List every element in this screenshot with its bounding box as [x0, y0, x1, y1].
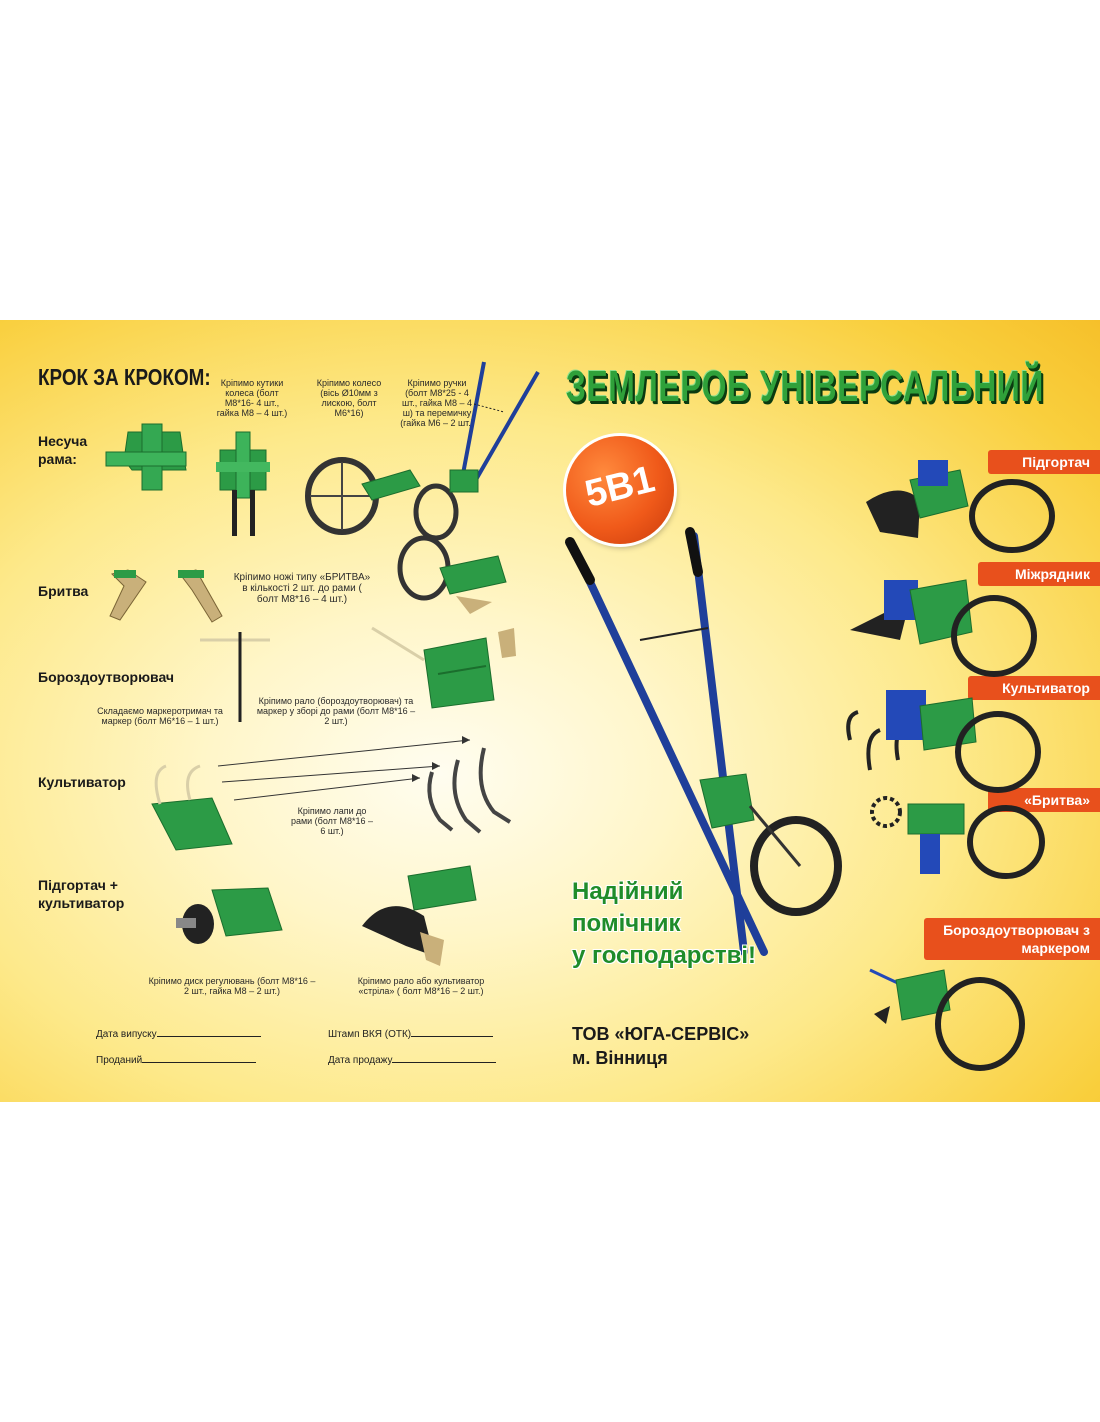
section-furrow: Бороздоутворювач: [38, 669, 175, 685]
variant-cultivator-image: [846, 690, 1041, 793]
variant-hiller-tag: Підгортач: [988, 450, 1100, 474]
variant-furrow-image: [869, 968, 1025, 1071]
caption-corners: Кріпимо кутики колеса (болт М8*16- 4 шт.…: [216, 378, 288, 418]
variant-interrow-image: [850, 579, 1037, 677]
variant-razor-image: [870, 796, 1045, 879]
furrow-maker-image: [371, 626, 516, 709]
sale-date-label: Дата продажу: [328, 1055, 393, 1066]
variant-hiller-image: [866, 460, 1055, 553]
badge-text: 5В1: [580, 458, 659, 516]
brochure: КРОК ЗА КРОКОМ: Несуча рама: Бритва Боро…: [0, 320, 1100, 1102]
stamp-field: Штамп ВКЯ (ОТК): [328, 1026, 494, 1040]
hiller-ralo-image: [362, 865, 477, 966]
section-razor: Бритва: [38, 583, 89, 599]
company-city: м. Вінниця: [572, 1048, 668, 1068]
caption-handles: Кріпимо ручки (болт М8*25 - 4 шт., гайка…: [400, 378, 474, 428]
company-info: ТОВ «ЮГА-СЕРВІС» м. Вінниця: [572, 1022, 749, 1070]
caption-ralo-or-cultivator: Кріпимо рало або культиватор «стріла» ( …: [357, 976, 485, 996]
caption-razor: Кріпимо ножі типу «БРИТВА» в кількості 2…: [233, 572, 371, 605]
assembly-illustrations: [105, 361, 540, 966]
variant-interrow-tag: Міжрядник: [978, 562, 1100, 586]
slogan-line-1: Надійний: [572, 878, 684, 905]
variant-cultivator-tag: Культиватор: [968, 676, 1100, 700]
wheel-with-handles-image: [413, 361, 540, 541]
wheel-image: [305, 457, 421, 535]
frame-with-corners-image: [216, 431, 270, 536]
steps-heading: КРОК ЗА КРОКОМ:: [38, 364, 211, 390]
cultivator-frame-image: [151, 764, 233, 851]
frame-part-image: [105, 423, 187, 491]
release-date-label: Дата випуску: [96, 1029, 157, 1040]
section-cultivator: Культиватор: [38, 774, 126, 790]
marker-holder-image: [200, 632, 270, 722]
variant-images: [846, 460, 1055, 1071]
cultivator-paw-image: [427, 747, 512, 834]
sold-label: Проданий: [96, 1055, 143, 1066]
release-date-field: Дата випуску: [96, 1026, 261, 1040]
adjustment-disk-image: [176, 887, 283, 944]
caption-paws: Кріпимо лапи до рами (болт М8*16 – 6 шт.…: [290, 806, 374, 836]
variant-furrow-tag: Бороздоутворювач з маркером: [924, 918, 1100, 960]
sold-field: Проданий: [96, 1052, 257, 1066]
caption-wheel: Кріпимо колесо (вісь Ø10мм з лискою, бол…: [316, 378, 382, 418]
razor-assembly-image: [397, 535, 507, 614]
slogan-line-2: помічник: [572, 910, 681, 937]
slogan: Надійний помічник у господарстві!: [572, 876, 756, 972]
product-title: ЗЕМЛЕРОБ УНІВЕРСАЛЬНИЙ: [566, 362, 1045, 411]
company-name: ТОВ «ЮГА-СЕРВІС»: [572, 1024, 750, 1044]
caption-disk: Кріпимо диск регулювань (болт М8*16 – 2 …: [148, 976, 316, 996]
caption-marker-holder: Складаємо маркеротримач та маркер (болт …: [97, 706, 223, 726]
hand-cultivator-image: [565, 527, 842, 956]
stamp-label: Штамп ВКЯ (ОТК): [328, 1029, 412, 1040]
caption-ralo: Кріпимо рало (бороздоутворювач) та марке…: [256, 696, 416, 726]
razor-blades-image: [109, 569, 223, 623]
sale-date-field: Дата продажу: [328, 1052, 497, 1066]
slogan-line-3: у господарстві!: [572, 942, 756, 969]
arrows: [217, 736, 471, 801]
section-frame: Несуча рама:: [38, 433, 88, 467]
five-in-one-badge: 5В1: [566, 436, 674, 544]
section-hiller: Підгортач + культиватор: [38, 877, 125, 911]
